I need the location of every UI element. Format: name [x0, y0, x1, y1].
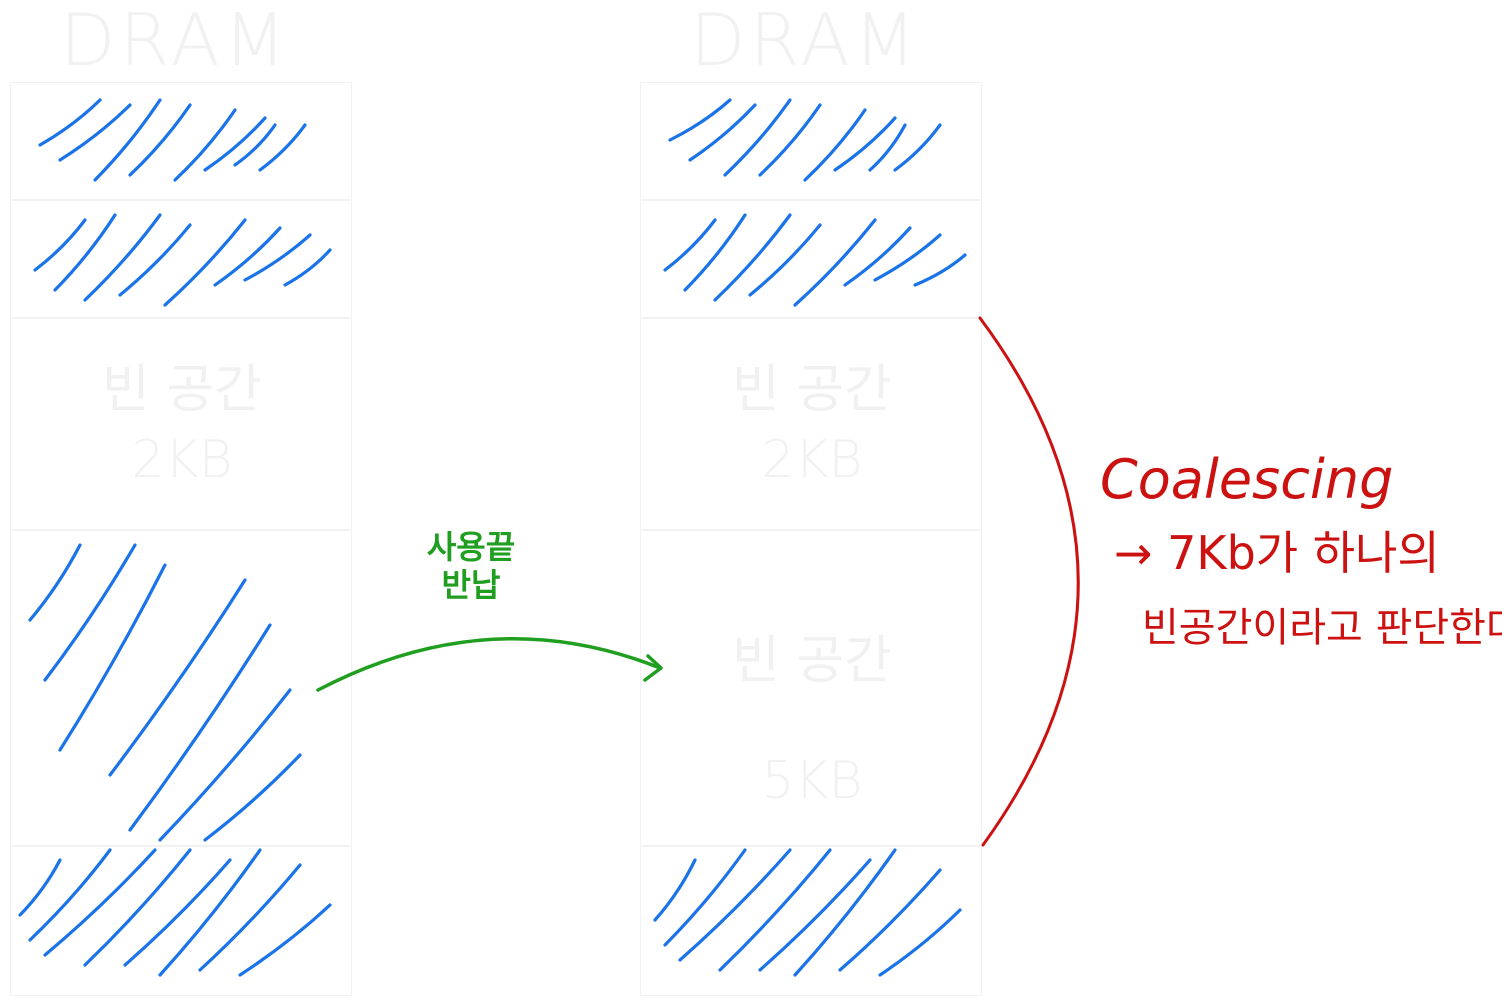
hatch-stroke	[793, 848, 897, 977]
hatch-stroke	[843, 226, 912, 287]
hatch-stroke	[758, 103, 822, 177]
left-used-block-4	[10, 846, 352, 996]
hatch-stroke	[238, 903, 332, 977]
hatch-stroke	[43, 848, 157, 957]
left-used-block-3	[10, 530, 352, 846]
hatch-stroke	[668, 98, 732, 142]
hatch-stroke	[38, 98, 102, 147]
hatch-stroke	[158, 848, 262, 977]
hatch-stroke	[793, 218, 877, 307]
return-note-line2: 반납	[441, 566, 501, 604]
left-free-label-line1: 빈 공간	[101, 360, 263, 420]
hatch-stroke	[108, 578, 247, 777]
hatch-stroke	[18, 858, 62, 917]
right-free-block-1-label: 빈 공간 2KB	[641, 355, 983, 495]
hatch-stroke	[678, 848, 792, 962]
coalescing-title: Coalescing	[1100, 448, 1394, 511]
hatch-stroke	[913, 253, 967, 287]
left-used-block-2	[10, 200, 352, 318]
hatch-stroke	[203, 753, 302, 842]
hatch-stroke	[748, 223, 822, 297]
hatch-stroke	[173, 108, 237, 182]
hatch-stroke	[758, 858, 872, 972]
coalescing-note: Coalescing → 7Kb가 하나의 빈공간이라고 판단한다.	[1100, 448, 1502, 653]
right-free-block-2: 빈 공간 5KB	[640, 530, 982, 846]
used-memory-hatching	[18, 98, 967, 977]
hatch-stroke	[688, 103, 757, 162]
left-free-block-label: 빈 공간 2KB	[11, 355, 353, 495]
hatch-stroke	[158, 688, 292, 842]
right-free-block-2-label: 빈 공간 5KB	[641, 601, 983, 841]
hatch-stroke	[93, 98, 162, 182]
return-note: 사용끝 반납	[416, 528, 526, 604]
hatch-stroke	[878, 908, 962, 977]
hatch-stroke	[683, 213, 747, 292]
hatch-stroke	[718, 848, 832, 972]
hatch-stroke	[663, 848, 747, 947]
right-free1-label-line1: 빈 공간	[731, 360, 893, 420]
hatch-stroke	[893, 123, 942, 172]
left-used-block-1	[10, 82, 352, 200]
hatch-stroke	[713, 213, 792, 302]
return-arrow	[316, 637, 662, 692]
coalescing-brace	[978, 316, 1080, 847]
right-free2-label-line1: 빈 공간	[731, 631, 893, 691]
hatch-stroke	[83, 213, 162, 302]
right-used-block-2	[640, 200, 982, 318]
coalescing-line1: → 7Kb가 하나의	[1114, 526, 1440, 580]
hatch-stroke	[838, 868, 942, 972]
hatch-stroke	[803, 108, 867, 182]
hatch-stroke	[258, 123, 307, 172]
hatch-stroke	[833, 116, 897, 172]
right-free-block-1: 빈 공간 2KB	[640, 318, 982, 530]
hatch-stroke	[33, 218, 87, 272]
hatch-stroke	[233, 123, 277, 167]
hatch-stroke	[203, 116, 267, 172]
hatch-stroke	[28, 848, 112, 942]
hatch-stroke	[663, 218, 717, 272]
hatch-stroke	[873, 233, 942, 282]
hatch-stroke	[128, 103, 192, 177]
arrow-head	[643, 654, 663, 682]
hatch-stroke	[128, 623, 272, 832]
right-used-block-3	[640, 846, 982, 996]
left-free-label-line2: 2KB	[131, 430, 233, 490]
left-free-block: 빈 공간 2KB	[10, 318, 352, 530]
hatch-stroke	[243, 233, 312, 282]
hatch-stroke	[868, 123, 907, 172]
hatch-stroke	[163, 218, 247, 307]
hatch-stroke	[118, 223, 192, 297]
hatch-stroke	[83, 848, 192, 967]
hatch-stroke	[723, 98, 792, 177]
right-free2-label-line2: 5KB	[761, 751, 863, 811]
hatch-stroke	[653, 858, 697, 922]
hatch-stroke	[123, 858, 232, 967]
hatch-stroke	[53, 213, 117, 292]
hatch-stroke	[43, 543, 137, 682]
hatch-stroke	[58, 563, 167, 752]
hatch-stroke	[28, 543, 82, 622]
hatch-stroke	[213, 226, 282, 287]
hatch-stroke	[198, 863, 302, 972]
return-note-line1: 사용끝	[426, 528, 516, 566]
hatch-stroke	[283, 248, 332, 287]
right-used-block-1	[640, 82, 982, 200]
hatch-stroke	[58, 103, 132, 162]
right-free1-label-line2: 2KB	[761, 430, 863, 490]
coalescing-line2: 빈공간이라고 판단한다.	[1142, 605, 1502, 651]
